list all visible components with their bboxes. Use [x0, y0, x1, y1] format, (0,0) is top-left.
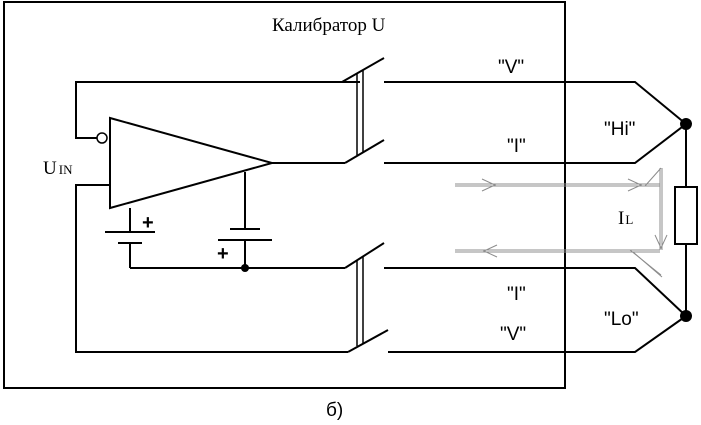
- box-title: Калибратор U: [272, 15, 386, 36]
- calibrator-enclosure: [3, 1, 566, 389]
- v-top-output-wire: [384, 81, 687, 125]
- switch-v-bottom-blade: [347, 329, 389, 353]
- i-bottom-output-wire: [384, 267, 687, 317]
- battery-1-plus: +: [142, 212, 154, 234]
- i-top-output-wire: [384, 123, 687, 164]
- lo-label: "Lo": [604, 309, 639, 330]
- hi-label: "Hi": [604, 119, 635, 140]
- feedback-wire: [75, 81, 360, 139]
- current-forward-arrow: [455, 178, 660, 192]
- current-load-arrow: [644, 167, 668, 250]
- v-bottom-output-wire: [388, 315, 687, 353]
- op-amp: [109, 116, 276, 210]
- terminal-i-bottom-label: "I": [507, 284, 526, 305]
- load-current-label: IL: [618, 208, 633, 229]
- switch-i-bottom-blade: [344, 242, 385, 269]
- load-resistor: [674, 186, 698, 245]
- battery-2-plus: +: [217, 243, 229, 265]
- current-return-arrow: [455, 244, 663, 278]
- figure-caption: б): [326, 400, 343, 421]
- terminal-v-top-label: "V": [498, 57, 524, 78]
- inverting-input-bubble: [96, 132, 108, 144]
- terminal-v-bottom-label: "V": [500, 324, 526, 345]
- terminal-i-top-label: "I": [507, 136, 526, 157]
- input-low-wire: [75, 184, 348, 353]
- switch-i-top-blade: [344, 139, 385, 164]
